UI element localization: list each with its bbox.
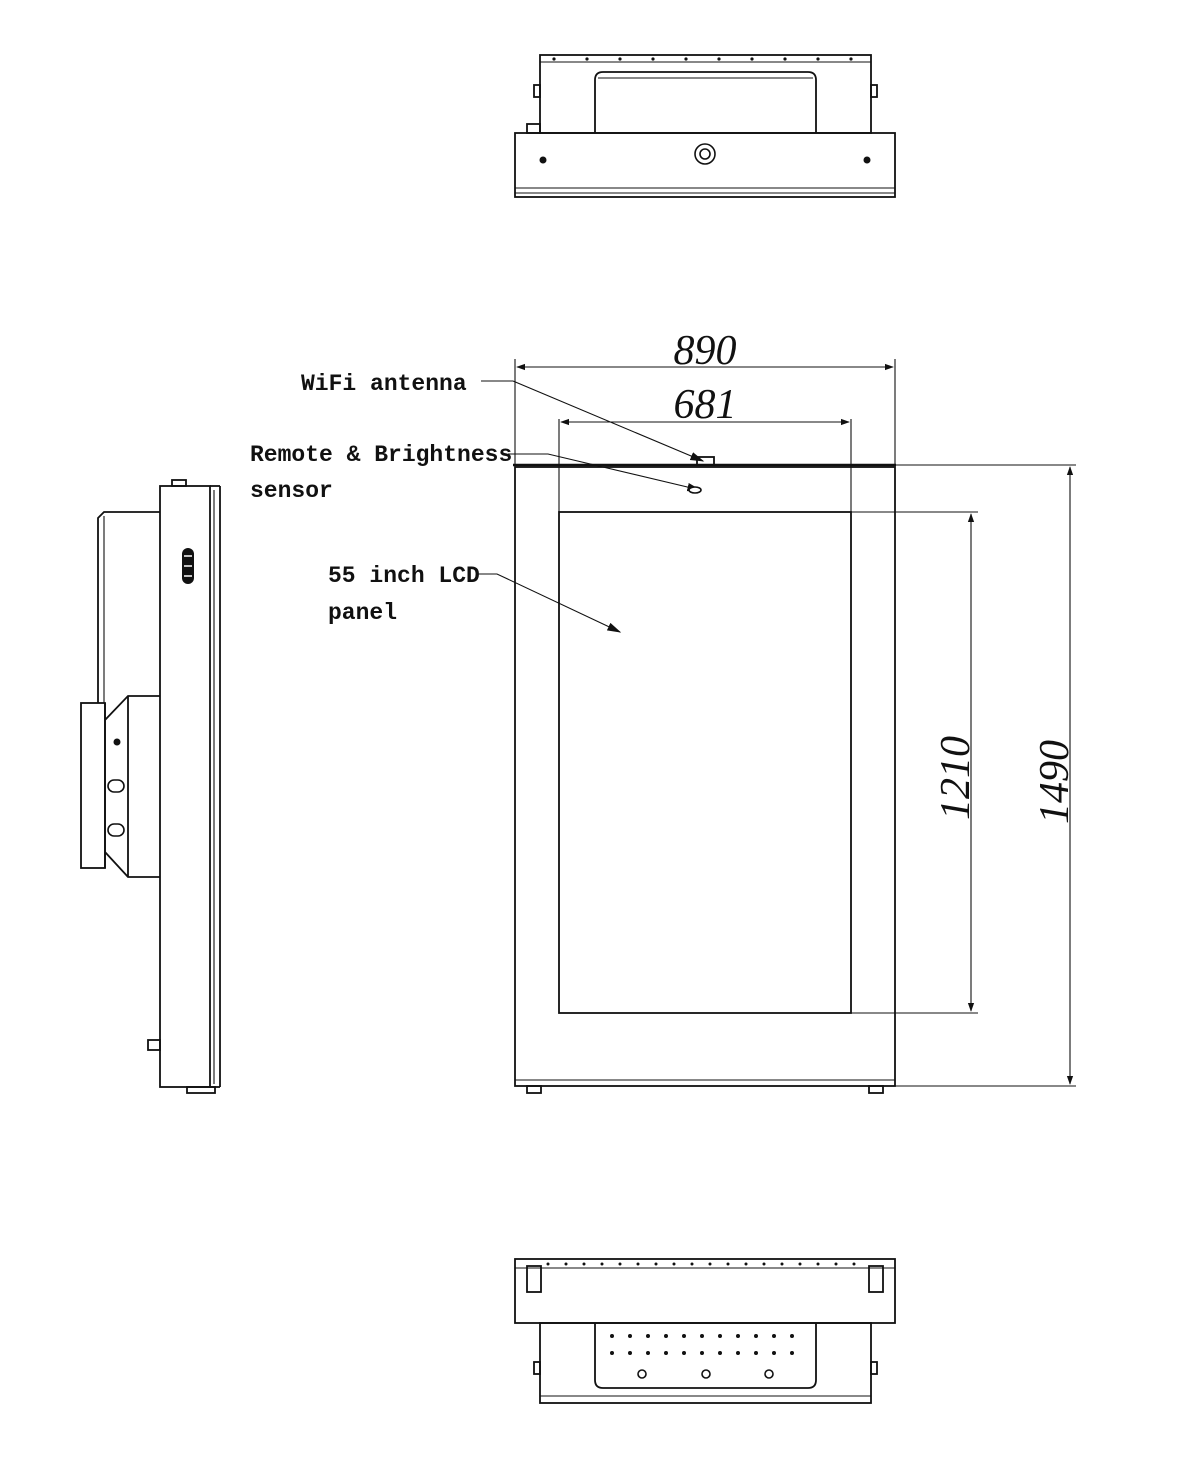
lcd-panel-label-line2: panel <box>328 600 397 626</box>
remote-sensor-label-line1: Remote & Brightness <box>250 442 512 468</box>
screw-icon <box>863 156 871 164</box>
dimension-890: 890 <box>514 328 896 465</box>
callout-remote: Remote & Brightness sensor <box>250 442 702 504</box>
top-view <box>514 54 896 198</box>
screw-icon <box>539 156 547 164</box>
callout-lcd: 55 inch LCD panel <box>328 563 622 633</box>
sensor-icon <box>688 486 702 494</box>
panel-width-label: 681 <box>674 382 737 428</box>
callout-wifi: WiFi antenna <box>301 371 705 462</box>
screw-icon <box>113 738 121 746</box>
side-view <box>80 479 221 1094</box>
dimension-1490: 1490 <box>895 464 1078 1087</box>
slot-hole-icon <box>107 823 125 837</box>
slot-hole-icon <box>107 779 125 793</box>
remote-sensor-label-line2: sensor <box>250 478 333 504</box>
overall-height-label: 1490 <box>1032 740 1078 824</box>
bottom-view <box>514 1258 896 1404</box>
panel-height-label: 1210 <box>933 736 979 820</box>
overall-width-label: 890 <box>674 328 737 374</box>
lcd-panel <box>558 511 852 1014</box>
lcd-panel-label-line1: 55 inch LCD <box>328 563 480 589</box>
wifi-antenna-label: WiFi antenna <box>301 371 467 397</box>
dimension-681: 681 <box>560 382 850 428</box>
front-view <box>513 419 896 1094</box>
top-view-bolt-row <box>552 57 853 61</box>
dimension-1210: 1210 <box>851 511 979 1014</box>
bottom-view-bolt-row <box>546 1262 856 1266</box>
outer-frame <box>514 466 896 1087</box>
vent-holes <box>610 1334 794 1355</box>
